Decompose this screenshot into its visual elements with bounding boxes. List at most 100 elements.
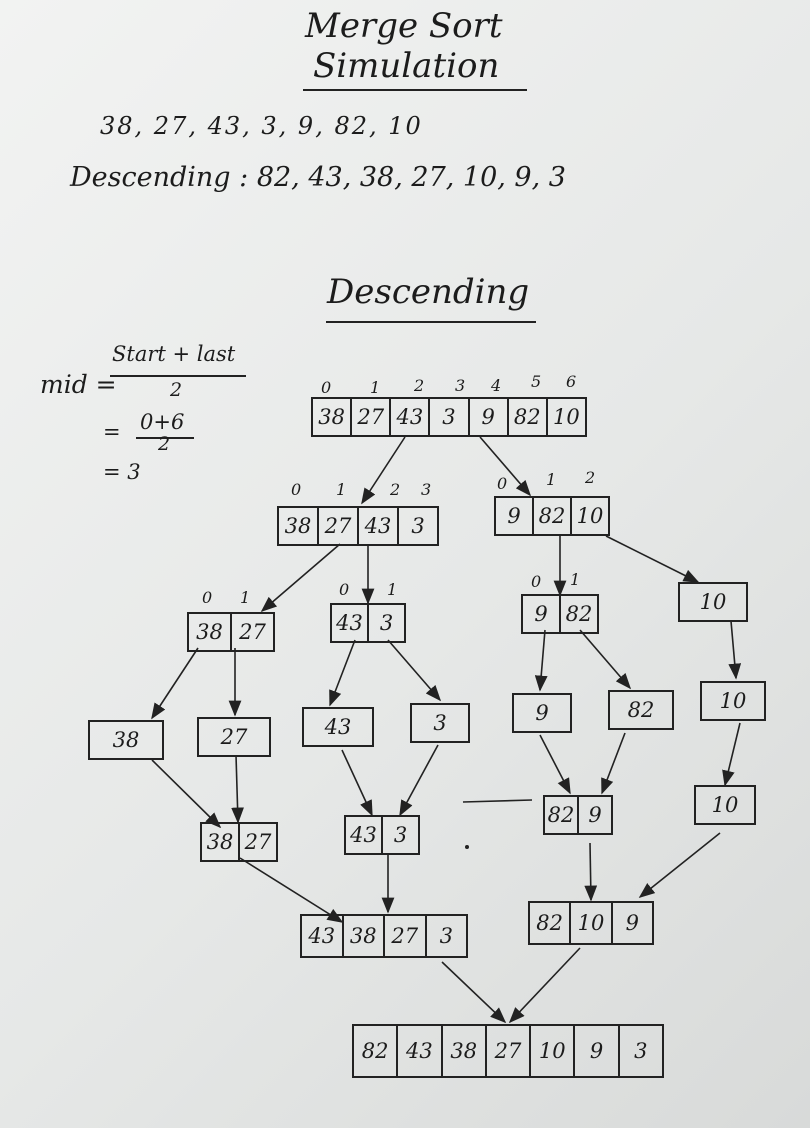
array-final-sorted: 82 43 38 27 10 9 3 — [352, 1024, 664, 1078]
array-cell: 82 — [565, 602, 593, 626]
index-label: 2 — [585, 468, 596, 487]
array-merged-38-27: 38 27 — [200, 822, 278, 862]
array-cell: 43 — [391, 399, 431, 435]
array-cell: 10 — [531, 1026, 576, 1076]
mid-formula-lhs: mid = — [40, 370, 117, 399]
index-label: 4 — [491, 376, 502, 395]
index-label: 1 — [546, 470, 557, 489]
mid-formula-denominator: 2 — [170, 379, 183, 401]
array-cell: 10 — [699, 590, 727, 614]
index-label: 1 — [336, 480, 347, 499]
array-cell: 3 — [634, 1039, 648, 1063]
array-cell: 43 — [359, 508, 399, 544]
array-cell: 9 — [575, 1026, 620, 1076]
array-root: 38 27 43 3 9 82 10 — [311, 397, 587, 437]
step2-fraction-bar — [136, 437, 194, 439]
array-single-10: 10 — [700, 681, 766, 721]
array-cell: 38 — [202, 824, 240, 860]
array-cell: 38 — [443, 1026, 487, 1076]
array-cell: 82 — [509, 399, 548, 435]
array-cell: 43 — [324, 715, 352, 739]
array-merged-left: 43 38 27 3 — [300, 914, 468, 958]
array-split-right: 9 82 10 — [494, 496, 610, 536]
array-cell: 82 — [534, 498, 572, 534]
array-cell: 43 — [398, 1026, 443, 1076]
array-cell: 9 — [588, 803, 602, 827]
array-cell: 38 — [344, 916, 385, 956]
step2-equals: = — [103, 420, 121, 444]
array-cell: 3 — [411, 514, 425, 538]
array-cell: 82 — [354, 1026, 399, 1076]
array-cell: 3 — [430, 399, 470, 435]
array-cell: 38 — [313, 399, 353, 435]
array-split-left: 38 27 43 3 — [277, 506, 439, 546]
array-cell: 9 — [625, 911, 639, 935]
array-cell: 82 — [545, 797, 579, 833]
index-label: 0 — [531, 572, 542, 591]
array-leaf-38: 38 — [88, 720, 164, 760]
array-cell: 9 — [496, 498, 534, 534]
index-label: 1 — [240, 588, 251, 607]
array-cell: 10 — [571, 903, 613, 943]
array-leaf-27: 27 — [197, 717, 271, 757]
array-cell: 82 — [530, 903, 572, 943]
step3-result: = 3 — [103, 460, 141, 484]
array-leaf-82: 82 — [608, 690, 674, 730]
array-cell: 27 — [352, 399, 392, 435]
array-single-10: 10 — [678, 582, 748, 622]
index-label: 0 — [291, 480, 302, 499]
step2-numerator: 0+6 — [140, 410, 185, 434]
array-pair-9-82: 9 82 — [521, 594, 599, 634]
index-label: 6 — [566, 372, 577, 391]
index-label: 5 — [531, 372, 542, 391]
index-label: 3 — [455, 376, 466, 395]
title-line-2: Simulation — [313, 46, 500, 86]
array-leaf-3: 3 — [410, 703, 470, 743]
array-cell: 3 — [433, 711, 447, 735]
mid-formula-numerator: Start + last — [112, 342, 236, 366]
array-cell: 27 — [220, 725, 248, 749]
array-cell: 27 — [239, 620, 266, 644]
index-label: 2 — [390, 480, 401, 499]
input-sequence: 38, 27, 43, 3, 9, 82, 10 — [100, 112, 423, 140]
array-cell: 3 — [393, 823, 408, 847]
array-cell: 9 — [470, 399, 509, 435]
index-label: 0 — [497, 474, 508, 493]
array-merged-right: 82 10 9 — [528, 901, 654, 945]
array-cell: 3 — [439, 924, 453, 948]
index-label: 0 — [321, 378, 332, 397]
array-cell: 10 — [711, 793, 739, 817]
array-cell: 38 — [279, 508, 319, 544]
array-cell: 9 — [523, 596, 561, 632]
array-merged-82-9: 82 9 — [543, 795, 613, 835]
array-cell: 10 — [719, 689, 747, 713]
array-cell: 10 — [576, 504, 604, 528]
section-title: Descending — [327, 272, 530, 312]
array-cell: 43 — [302, 916, 344, 956]
index-label: 1 — [570, 570, 581, 589]
step2-denominator: 2 — [158, 433, 171, 455]
title-line-1: Merge Sort — [305, 6, 503, 46]
array-cell: 27 — [487, 1026, 532, 1076]
array-cell: 43 — [346, 817, 383, 853]
array-merged-43-3: 43 3 — [344, 815, 420, 855]
array-pair-43-3: 43 3 — [330, 603, 406, 643]
array-leaf-9: 9 — [512, 693, 572, 733]
title-underline — [303, 89, 527, 91]
array-cell: 27 — [244, 830, 272, 854]
array-cell: 82 — [627, 698, 655, 722]
index-label: 3 — [421, 480, 432, 499]
descending-result: Descending : 82, 43, 38, 27, 10, 9, 3 — [70, 162, 566, 193]
array-cell: 27 — [385, 916, 427, 956]
array-cell: 43 — [332, 605, 369, 641]
index-label: 0 — [202, 588, 213, 607]
array-cell: 27 — [319, 508, 359, 544]
index-label: 0 — [339, 580, 350, 599]
mid-fraction-bar — [110, 375, 246, 377]
section-underline — [326, 321, 536, 323]
array-cell: 3 — [379, 611, 394, 635]
array-cell: 10 — [553, 405, 580, 429]
array-cell: 9 — [535, 701, 549, 725]
